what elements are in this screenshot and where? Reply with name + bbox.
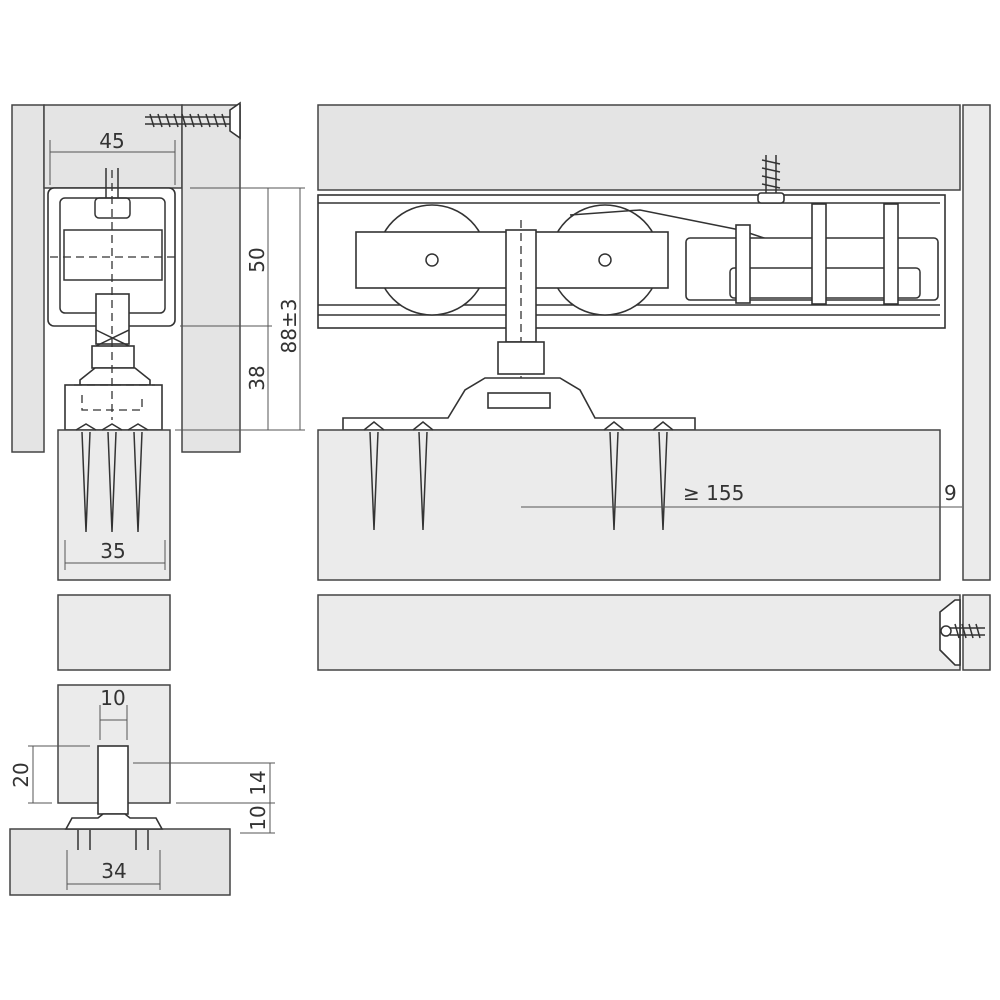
side-wall-lower [962, 594, 991, 671]
dim-10-width: 10 [100, 686, 125, 710]
stop-bolt-1 [811, 203, 827, 305]
dim-35: 35 [100, 539, 125, 563]
door-panel-top [57, 429, 171, 581]
dim-45: 45 [99, 129, 124, 153]
dim-50: 50 [245, 247, 269, 272]
stop-pin [735, 224, 751, 304]
mounting-plate [64, 384, 163, 431]
dim-155: ≥ 155 [683, 481, 744, 505]
door-screws [75, 423, 149, 533]
door-leaf-bottom [317, 594, 961, 671]
right-jamb [181, 104, 241, 453]
door-panel-middle [57, 594, 171, 671]
wall-screw [145, 101, 241, 140]
dim-9: 9 [944, 481, 957, 505]
stop-bolt-2 [883, 203, 899, 305]
dim-14: 14 [246, 770, 270, 795]
floor-guide [97, 745, 129, 815]
dim-38: 38 [245, 365, 269, 390]
left-wall [11, 104, 45, 453]
dim-10-gap: 10 [246, 805, 270, 830]
floor-guide-view: 10 20 14 10 34 [9, 684, 275, 896]
dim-20: 20 [9, 762, 33, 787]
ceiling [317, 104, 961, 191]
bracket-screws [363, 421, 674, 531]
dim-34: 34 [101, 859, 126, 883]
cross-section-view: 45 50 38 88±3 35 [11, 101, 305, 671]
track-screw [757, 155, 785, 204]
dim-88: 88±3 [277, 299, 301, 354]
side-stop-screw [939, 599, 985, 666]
elevation-view: ≥ 155 9 [317, 104, 991, 671]
door-leaf [317, 429, 941, 581]
side-wall [962, 104, 991, 581]
